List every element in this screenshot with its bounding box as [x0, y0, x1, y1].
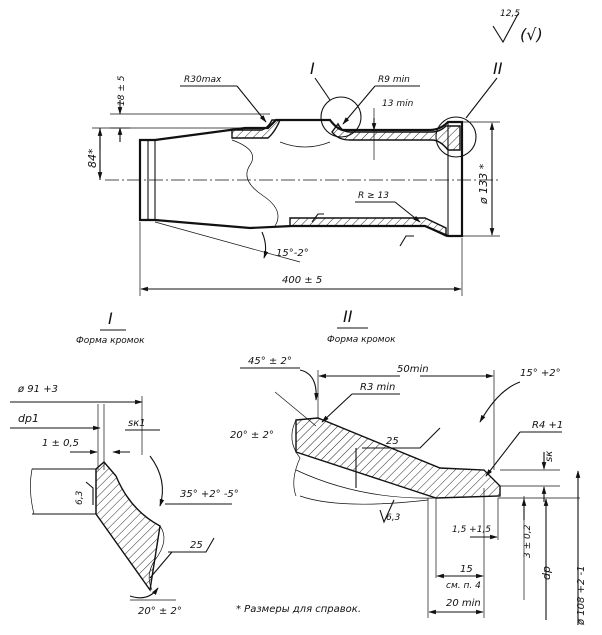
d2-angle15-label: 15° +2°: [520, 368, 561, 379]
d1-dim1-label: 1 ± 0,5: [42, 438, 79, 449]
check-mark-icon: [492, 13, 519, 44]
angle15-ext: [154, 221, 301, 263]
detail-2-numeral: II: [343, 307, 353, 326]
d1-break: [30, 468, 35, 515]
callout-label-1: I: [310, 59, 315, 78]
d2-body-break: [299, 495, 429, 505]
callout-leader-1: [314, 77, 331, 101]
len-label: 400 ± 5: [282, 275, 322, 286]
d1-break-right: [148, 525, 165, 591]
d2-r3-label: R3 min: [360, 382, 395, 393]
d2-min50-label: 50min: [397, 364, 429, 375]
roughness-value: 12,5: [500, 9, 520, 19]
dia133-label: ø 133 *: [477, 163, 490, 205]
d1-r25-mark: [168, 537, 215, 553]
footnote: * Размеры для справок.: [236, 604, 361, 615]
d1-part-edge: [32, 468, 97, 515]
d2-r3-leader: [321, 393, 353, 423]
r30-leader: [236, 85, 267, 123]
d2-dim3-label: 3 ± 0,2: [523, 524, 533, 558]
roughness-symbol: 12,5 (√): [492, 9, 543, 44]
break-line: [231, 139, 279, 227]
d1-r25-leader: [149, 551, 173, 579]
dim18-label: 18 ± 5: [117, 75, 127, 106]
callout-leader-2: [465, 77, 498, 119]
main-view: I II R30max R9 min 13 min R ≥ 13 18 ± 5: [86, 59, 503, 296]
d2-note-ref: см. п. 4: [446, 581, 481, 591]
d1-sk1-label: sк1: [128, 418, 146, 429]
d1-r25-label: 25: [190, 540, 203, 551]
r9-leader: [342, 85, 376, 125]
d2-break-left: [291, 419, 301, 497]
min13-label: 13 min: [382, 99, 414, 109]
detail-1: I Форма кромок ø 91 +3 dp1 sк1 1 ± 0,5 6…: [10, 309, 239, 617]
d2-r25-label: 25: [386, 436, 399, 447]
d1-hatched-section: [95, 461, 161, 592]
d2-r4-leader: [485, 431, 521, 477]
d1-angle20-arc: [129, 587, 159, 599]
callout-label-2: II: [493, 59, 503, 78]
r9-label: R9 min: [378, 75, 410, 85]
d2-angle45-label: 45° ± 2°: [248, 356, 292, 367]
angle15-arc: [261, 231, 269, 259]
d2-r4-label: R4 +1: [532, 420, 563, 431]
r13-leader: [394, 201, 421, 223]
d2-r63-label: 6,3: [386, 513, 401, 523]
d1-r63-label: 6,3: [75, 490, 85, 505]
d2-hatched-section: [295, 417, 501, 499]
detail-1-numeral: I: [108, 309, 113, 328]
angle15-label: 15°-2°: [276, 248, 309, 259]
dim84-label: 84*: [86, 148, 99, 168]
lower-wall: [289, 217, 447, 238]
roughness-paren-icon: (√): [520, 25, 543, 44]
d2-angle15-arc: [479, 381, 521, 423]
d2-dim15-label: 15: [460, 564, 473, 575]
callout-circle-2: [435, 116, 477, 158]
d1-angle20-label: 20° ± 2°: [138, 606, 182, 617]
detail-2: II Форма кромок 45° ± 2° 50min 15° +2° R…: [230, 307, 587, 626]
d2-angle20-label: 20° ± 2°: [230, 430, 274, 441]
detail-1-caption: Форма кромок: [76, 336, 145, 346]
upper-wall-left: [231, 119, 282, 139]
d2-min20-label: 20 min: [446, 598, 481, 609]
d1-dia91-label: ø 91 +3: [17, 384, 58, 395]
d2-angle45-arc: [299, 369, 319, 401]
r30-label: R30max: [184, 75, 222, 85]
d2-body-edge: [295, 469, 437, 499]
d1-dp1-label: dp1: [18, 412, 39, 425]
callout-circle-1: [320, 96, 362, 138]
d2-sk-label: sк: [544, 451, 555, 462]
r13-label: R ≥ 13: [358, 191, 389, 201]
d2-dia108-label: ø 108 +2 -1: [576, 566, 587, 626]
d2-dim15-1-label: 1,5 +1,5: [452, 525, 491, 535]
d1-angle35-arc: [149, 455, 165, 507]
d1-r63-mark: [85, 481, 94, 505]
detail-2-caption: Форма кромок: [327, 335, 396, 345]
d1-angle35-label: 35° +2° -5°: [180, 489, 239, 500]
bore-arc: [279, 141, 331, 148]
d2-r63-mark: [379, 499, 395, 524]
upper-wall-right: [331, 122, 461, 151]
body-roughness-mark-2: [399, 235, 414, 247]
body-roughness-mark-1: [311, 213, 324, 223]
